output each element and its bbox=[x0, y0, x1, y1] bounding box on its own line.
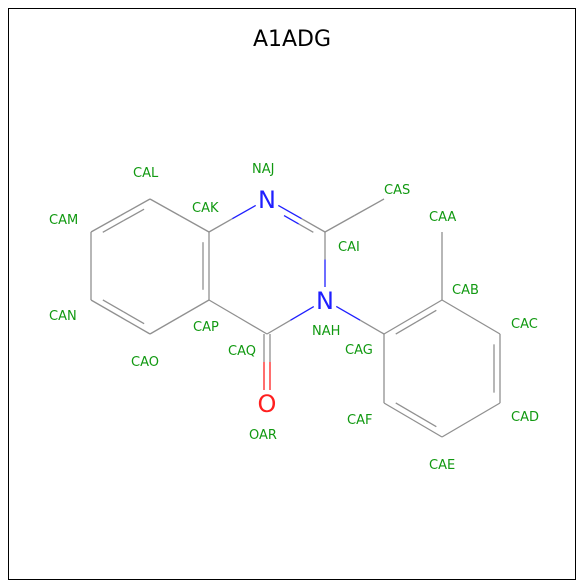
bond-caq-cap bbox=[208, 299, 239, 318]
bond-can-cao-inner bbox=[123, 311, 145, 325]
bond-cab-cac bbox=[441, 299, 472, 318]
atom-label-cas: CAS bbox=[384, 183, 410, 198]
bond-cal-cam-inner bbox=[123, 208, 145, 222]
bond-naj-cai bbox=[277, 204, 302, 220]
diagram-frame: A1ADG bbox=[8, 8, 576, 580]
bond-cae-caf bbox=[383, 402, 414, 421]
atom-label-cag: CAG bbox=[345, 343, 373, 358]
atom-label-cae: CAE bbox=[429, 458, 455, 473]
bond-cag-cab-inner bbox=[395, 321, 417, 335]
bond-cal-cam-inner bbox=[102, 220, 124, 233]
bond-cad-cae bbox=[470, 402, 501, 421]
bond-cal-cam bbox=[120, 198, 151, 217]
bond-cak-cal bbox=[149, 198, 180, 217]
bond-cag-cab bbox=[412, 299, 443, 318]
bond-cao-cap bbox=[179, 299, 210, 318]
atom-label-cam: CAM bbox=[49, 213, 78, 228]
bond-cae-caf bbox=[412, 419, 443, 438]
bond-cak-naj bbox=[232, 204, 257, 220]
atom-symbol-naj: N bbox=[258, 186, 276, 214]
bond-can-cao bbox=[90, 299, 121, 318]
atom-label-oar: OAR bbox=[249, 428, 277, 443]
bond-nah-caq bbox=[266, 319, 291, 335]
bond-cak-naj bbox=[208, 218, 233, 233]
bond-naj-cai bbox=[301, 218, 326, 233]
atom-label-caf: CAF bbox=[347, 413, 372, 428]
bond-cak-cal bbox=[179, 214, 210, 233]
bond-can-cao-inner bbox=[102, 299, 124, 313]
bond-cag-cab bbox=[383, 316, 414, 335]
atom-label-cab: CAB bbox=[452, 283, 479, 298]
atom-label-cac: CAC bbox=[511, 317, 538, 332]
atom-label-can: CAN bbox=[49, 309, 77, 324]
bond-nah-caq bbox=[290, 306, 315, 321]
diagram-title: A1ADG bbox=[252, 27, 332, 52]
atom-symbol-nah: N bbox=[316, 287, 334, 315]
bond-cai-cas bbox=[324, 214, 355, 233]
atom-symbol-oar: O bbox=[258, 390, 277, 418]
bond-nah-cag bbox=[359, 319, 385, 335]
bond-naj-cai-inner bbox=[298, 223, 314, 233]
bond-cae-caf-inner bbox=[415, 414, 437, 428]
bond-cag-cab-inner bbox=[415, 309, 437, 323]
bond-cai-cas bbox=[354, 198, 385, 217]
bond-nah-cag bbox=[335, 305, 361, 321]
bond-can-cao bbox=[120, 316, 151, 335]
atom-label-cap: CAP bbox=[193, 320, 219, 335]
bond-cae-caf-inner bbox=[395, 402, 417, 416]
atom-label-nah: NAH bbox=[312, 324, 340, 339]
atom-label-caq: CAQ bbox=[228, 344, 256, 359]
bond-naj-cai-inner bbox=[283, 215, 300, 225]
bond-cao-cap bbox=[149, 316, 180, 335]
atom-label-cal: CAL bbox=[133, 166, 159, 181]
atom-label-naj: NAJ bbox=[252, 162, 274, 177]
bond-cal-cam bbox=[90, 214, 121, 233]
atom-label-caa: CAA bbox=[429, 210, 456, 225]
bond-cab-cac bbox=[470, 316, 501, 335]
atom-label-cak: CAK bbox=[192, 201, 219, 216]
atom-label-cad: CAD bbox=[511, 410, 539, 425]
bond-cad-cae bbox=[441, 419, 472, 438]
atom-label-cai: CAI bbox=[338, 240, 360, 255]
atom-label-cao: CAO bbox=[131, 355, 159, 370]
bond-caq-cap bbox=[237, 316, 268, 335]
